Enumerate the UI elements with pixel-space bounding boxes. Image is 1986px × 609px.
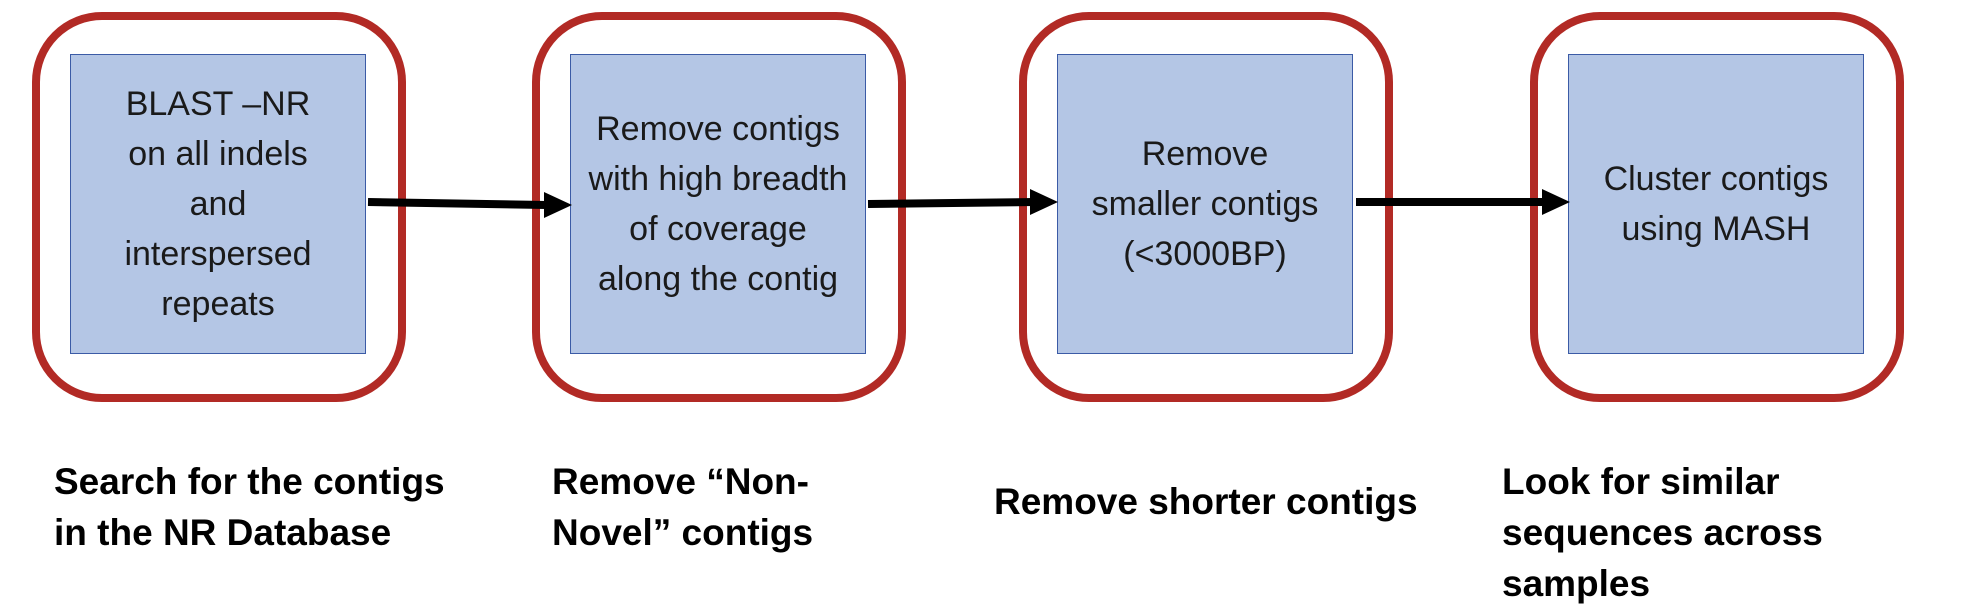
connector-arrows bbox=[367, 189, 1570, 218]
step-4-box-text: Cluster contigs using MASH bbox=[1603, 160, 1829, 248]
step-3-box-text: Remove smaller contigs (<3000BP) bbox=[1091, 135, 1319, 273]
step-1-caption: Search for the contigs in the NR Databas… bbox=[54, 461, 445, 553]
step-1: BLAST –NR on all indels and interspersed… bbox=[32, 12, 406, 402]
step-3-box: Remove smaller contigs (<3000BP) bbox=[1057, 54, 1353, 354]
arrow-3-to-4 bbox=[1356, 189, 1570, 215]
arrow-2-to-3 bbox=[867, 189, 1058, 215]
step-1-box-text: BLAST –NR on all indels and interspersed… bbox=[124, 85, 312, 323]
pipeline-diagram: BLAST –NR on all indels and interspersed… bbox=[32, 12, 1904, 604]
arrow-1-to-2 bbox=[367, 192, 572, 218]
step-3: Remove smaller contigs (<3000BP) bbox=[1019, 12, 1393, 402]
step-4-box: Cluster contigs using MASH bbox=[1568, 54, 1864, 354]
step-2-box: Remove contigs with high breadth of cove… bbox=[570, 54, 866, 354]
step-4: Cluster contigs using MASH bbox=[1530, 12, 1904, 402]
step-2-box-text: Remove contigs with high breadth of cove… bbox=[588, 110, 848, 298]
step-1-box: BLAST –NR on all indels and interspersed… bbox=[70, 54, 366, 354]
step-3-caption: Remove shorter contigs bbox=[994, 481, 1418, 522]
step-2: Remove contigs with high breadth of cove… bbox=[532, 12, 906, 402]
step-4-caption: Look for similar sequences across sample… bbox=[1502, 461, 1823, 604]
step-2-caption: Remove “Non-Novel” contigs bbox=[552, 461, 814, 553]
